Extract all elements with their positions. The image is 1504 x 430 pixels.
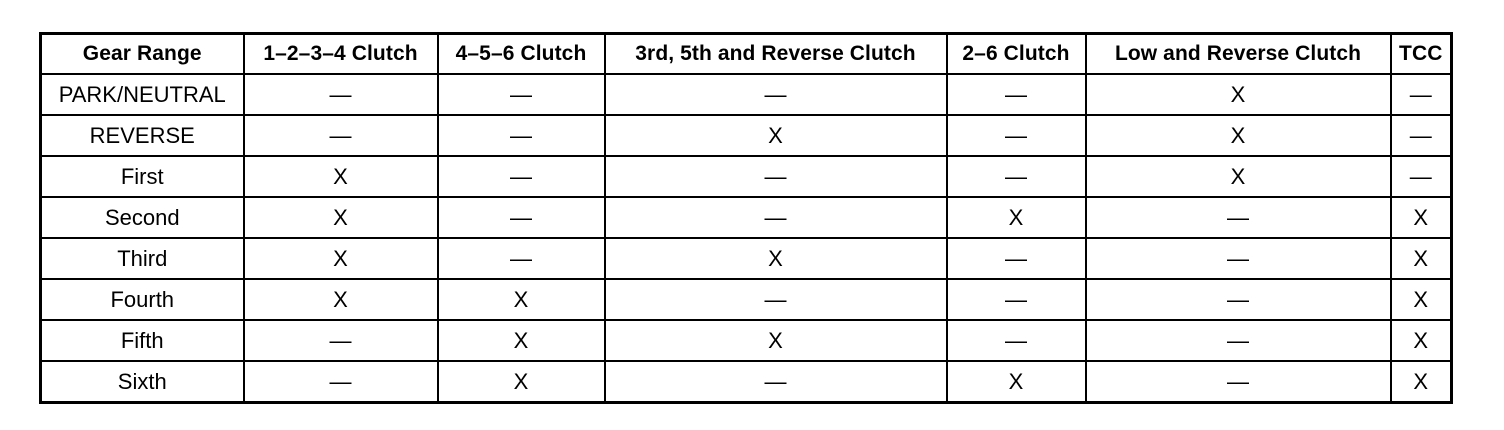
- cell-1234-clutch: X: [242, 278, 439, 321]
- header-3rd-5th-reverse-clutch: 3rd, 5th and Reverse Clutch: [603, 32, 948, 75]
- cell-3rd-5th-reverse-clutch: —: [603, 196, 948, 239]
- cell-tcc: —: [1389, 114, 1453, 157]
- cell-456-clutch: —: [436, 155, 606, 198]
- cell-tcc: —: [1389, 73, 1453, 116]
- gear-range-cell: Second: [39, 196, 245, 239]
- cell-1234-clutch: —: [242, 360, 439, 404]
- cell-3rd-5th-reverse-clutch: —: [603, 360, 948, 404]
- cell-456-clutch: —: [436, 73, 606, 116]
- cell-tcc: X: [1389, 360, 1453, 404]
- cell-tcc: X: [1389, 237, 1453, 280]
- gear-range-cell: REVERSE: [39, 114, 245, 157]
- cell-1234-clutch: X: [242, 237, 439, 280]
- cell-456-clutch: —: [436, 114, 606, 157]
- header-low-reverse-clutch: Low and Reverse Clutch: [1084, 32, 1392, 75]
- cell-3rd-5th-reverse-clutch: X: [603, 237, 948, 280]
- cell-26-clutch: —: [945, 114, 1087, 157]
- cell-26-clutch: —: [945, 319, 1087, 362]
- table-row: PARK/NEUTRAL————X—: [39, 73, 1453, 116]
- header-tcc: TCC: [1389, 32, 1453, 75]
- header-1234-clutch: 1–2–3–4 Clutch: [242, 32, 439, 75]
- cell-456-clutch: —: [436, 237, 606, 280]
- clutch-application-table: Gear Range 1–2–3–4 Clutch 4–5–6 Clutch 3…: [39, 32, 1453, 404]
- cell-456-clutch: X: [436, 319, 606, 362]
- cell-1234-clutch: —: [242, 73, 439, 116]
- cell-low-reverse-clutch: —: [1084, 278, 1392, 321]
- gear-range-cell: First: [39, 155, 245, 198]
- cell-26-clutch: —: [945, 155, 1087, 198]
- cell-26-clutch: —: [945, 73, 1087, 116]
- cell-tcc: —: [1389, 155, 1453, 198]
- table-row: Sixth—X—X—X: [39, 360, 1453, 404]
- gear-range-cell: PARK/NEUTRAL: [39, 73, 245, 116]
- cell-low-reverse-clutch: X: [1084, 73, 1392, 116]
- cell-3rd-5th-reverse-clutch: —: [603, 155, 948, 198]
- cell-3rd-5th-reverse-clutch: X: [603, 319, 948, 362]
- header-gear-range: Gear Range: [39, 32, 245, 75]
- header-26-clutch: 2–6 Clutch: [945, 32, 1087, 75]
- cell-26-clutch: X: [945, 360, 1087, 404]
- header-row: Gear Range 1–2–3–4 Clutch 4–5–6 Clutch 3…: [39, 32, 1453, 75]
- cell-26-clutch: —: [945, 237, 1087, 280]
- header-456-clutch: 4–5–6 Clutch: [436, 32, 606, 75]
- cell-456-clutch: X: [436, 278, 606, 321]
- cell-26-clutch: X: [945, 196, 1087, 239]
- cell-tcc: X: [1389, 319, 1453, 362]
- gear-range-cell: Fourth: [39, 278, 245, 321]
- cell-low-reverse-clutch: —: [1084, 360, 1392, 404]
- cell-1234-clutch: —: [242, 319, 439, 362]
- cell-low-reverse-clutch: —: [1084, 196, 1392, 239]
- gear-range-cell: Fifth: [39, 319, 245, 362]
- cell-3rd-5th-reverse-clutch: —: [603, 278, 948, 321]
- cell-456-clutch: —: [436, 196, 606, 239]
- gear-range-cell: Sixth: [39, 360, 245, 404]
- gear-range-cell: Third: [39, 237, 245, 280]
- cell-3rd-5th-reverse-clutch: —: [603, 73, 948, 116]
- clutch-application-table-container: Gear Range 1–2–3–4 Clutch 4–5–6 Clutch 3…: [39, 32, 1453, 404]
- cell-tcc: X: [1389, 196, 1453, 239]
- cell-tcc: X: [1389, 278, 1453, 321]
- cell-low-reverse-clutch: —: [1084, 319, 1392, 362]
- cell-1234-clutch: —: [242, 114, 439, 157]
- cell-456-clutch: X: [436, 360, 606, 404]
- cell-3rd-5th-reverse-clutch: X: [603, 114, 948, 157]
- cell-low-reverse-clutch: —: [1084, 237, 1392, 280]
- table-row: REVERSE——X—X—: [39, 114, 1453, 157]
- cell-1234-clutch: X: [242, 196, 439, 239]
- cell-low-reverse-clutch: X: [1084, 114, 1392, 157]
- cell-1234-clutch: X: [242, 155, 439, 198]
- cell-26-clutch: —: [945, 278, 1087, 321]
- cell-low-reverse-clutch: X: [1084, 155, 1392, 198]
